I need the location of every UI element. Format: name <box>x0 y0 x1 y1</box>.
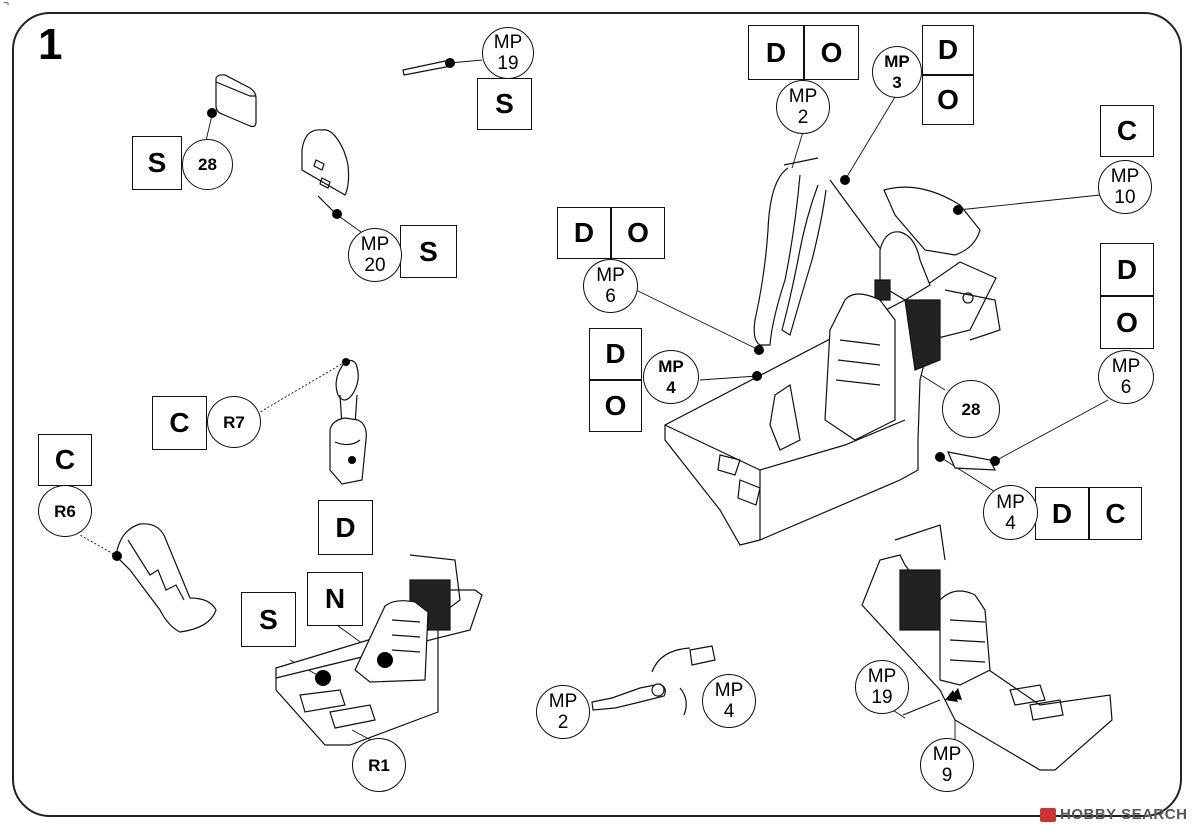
code-box-n: N <box>307 572 363 626</box>
code-box-d: D <box>1035 487 1089 540</box>
code-box-o: O <box>1100 296 1154 349</box>
code-box-d: D <box>318 500 373 555</box>
code-box-s: S <box>400 225 457 278</box>
code-box-c: C <box>38 434 92 486</box>
part-ref-r6: R6 <box>38 485 92 537</box>
code-box-c: C <box>1089 487 1142 540</box>
step-number: 1 <box>38 20 63 69</box>
code-box-s: S <box>477 78 532 130</box>
part-ref-r7: R7 <box>207 396 261 448</box>
code-box-o: O <box>804 25 859 80</box>
instruction-frame <box>12 12 1182 817</box>
code-box-c: C <box>1100 105 1154 157</box>
code-box-o: O <box>611 207 665 259</box>
tub-assembly-right <box>861 524 1113 771</box>
tub-assembly-left <box>275 554 483 746</box>
watermark: HOBBY SEARCH <box>1040 806 1187 823</box>
cockpit-tub-main <box>664 186 1001 546</box>
code-box-s: S <box>132 136 182 190</box>
hobby-search-logo-icon <box>1040 807 1056 822</box>
code-box-d: D <box>589 328 642 380</box>
code-box-d: D <box>1100 243 1154 296</box>
code-box-s: S <box>241 592 296 647</box>
code-box-d: D <box>748 25 804 80</box>
corner-mark: ¬ <box>3 0 9 9</box>
part-ref-28: 28 <box>182 139 233 190</box>
code-box-o: O <box>589 380 642 432</box>
code-box-o: O <box>922 75 974 125</box>
code-box-c: C <box>152 396 207 450</box>
part-ref-28: 28 <box>942 380 1000 438</box>
code-box-d: D <box>922 25 974 75</box>
part-ref-r1: R1 <box>352 738 406 792</box>
rod-part <box>402 59 452 76</box>
code-box-d: D <box>557 207 611 259</box>
attachment-points <box>112 58 1000 702</box>
